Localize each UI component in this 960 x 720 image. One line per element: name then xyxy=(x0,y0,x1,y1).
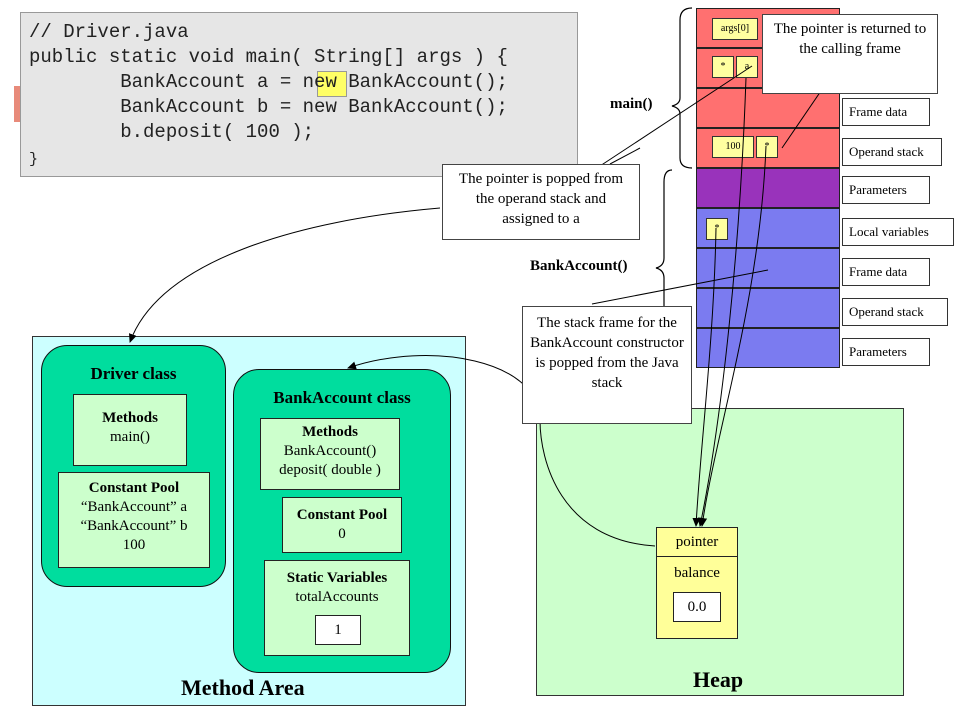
label-frame-data-main: Frame data xyxy=(842,98,930,126)
heap-area: pointer balance 0.0 Heap xyxy=(536,408,904,696)
code-listing: // Driver.java public static void main( … xyxy=(20,12,578,177)
main-frame-label: main() xyxy=(610,96,653,112)
code-line: public static void main( String[] args )… xyxy=(29,46,508,68)
heap-title: Heap xyxy=(693,667,744,692)
label-local-variables-ctor: Local variables xyxy=(842,218,954,246)
assignment-highlight xyxy=(317,71,347,97)
constant-pool-label: Constant Pool xyxy=(88,480,180,496)
bankaccount-constant-pool: Constant Pool 0 xyxy=(282,497,402,553)
driver-class: Driver class Methods main() Constant Poo… xyxy=(41,345,226,587)
callout-pointer-returned: The pointer is returned to the calling f… xyxy=(762,14,938,94)
static-variables-label: Static Variables xyxy=(286,570,388,586)
static-variable-value: 1 xyxy=(315,615,361,645)
method-area: Driver class Methods main() Constant Poo… xyxy=(32,336,466,706)
pointer-a-to-heap xyxy=(697,77,747,527)
label-parameters-ctor: Parameters xyxy=(842,338,930,366)
callout-pointer-popped: The pointer is popped from the operand s… xyxy=(442,164,640,240)
ctor-frame-data-frame xyxy=(696,248,840,288)
object-field-pointer: pointer xyxy=(657,528,737,557)
methods-label: Methods xyxy=(102,410,158,426)
bankaccount-class: BankAccount class Methods BankAccount() … xyxy=(233,369,451,673)
ctor-parameters-frame xyxy=(696,328,840,368)
label-parameters-main: Parameters xyxy=(842,176,930,204)
label-operand-stack-ctor: Operand stack xyxy=(842,298,948,326)
ctor-frame-label: BankAccount() xyxy=(530,258,628,274)
pool-item: “BankAccount” a xyxy=(80,499,188,515)
code-line: BankAccount b = new BankAccount(); xyxy=(29,96,508,118)
method-item: main() xyxy=(110,429,150,445)
bankaccount-class-title: BankAccount class xyxy=(273,388,411,407)
method-item: BankAccount() xyxy=(283,443,377,459)
driver-class-title: Driver class xyxy=(90,364,177,383)
code-line: // Driver.java xyxy=(29,21,189,43)
method-area-title: Method Area xyxy=(181,675,305,700)
code-to-driver-arrow xyxy=(129,207,441,343)
label-operand-stack-main: Operand stack xyxy=(842,138,942,166)
main-brace xyxy=(671,7,693,169)
methods-label: Methods xyxy=(302,424,358,440)
pointer-operand-to-heap xyxy=(699,145,767,527)
ctor-pointer-cell: * xyxy=(706,218,728,240)
popped-callout-line xyxy=(609,147,641,165)
ctor-local-variables-frame xyxy=(696,208,840,248)
pool-item: 0 xyxy=(338,526,346,542)
callout-frame-popped: The stack frame for the BankAccount cons… xyxy=(522,306,692,424)
bankaccount-methods: Methods BankAccount() deposit( double ) xyxy=(260,418,400,490)
pool-item: 100 xyxy=(122,537,146,553)
operand-pointer-cell: * xyxy=(756,136,778,158)
popped-callout-line xyxy=(599,65,753,167)
code-line: b.deposit( 100 ); xyxy=(29,121,315,143)
method-item: deposit( double ) xyxy=(279,462,381,478)
args-cell: args[0] xyxy=(712,18,758,40)
pool-item: “BankAccount” b xyxy=(80,518,188,534)
bankaccount-object: pointer balance 0.0 xyxy=(656,527,738,639)
code-line: BankAccount a = new BankAccount(); xyxy=(29,71,508,93)
label-frame-data-ctor: Frame data xyxy=(842,258,930,286)
frame-popped-callout-line xyxy=(591,269,769,305)
pointer-ctor-to-heap xyxy=(692,227,717,527)
static-variable-name: totalAccounts xyxy=(295,589,379,605)
driver-methods: Methods main() xyxy=(73,394,187,466)
driver-constant-pool: Constant Pool “BankAccount” a “BankAccou… xyxy=(58,472,210,568)
main-frame-data-frame xyxy=(696,88,840,128)
balance-value: 0.0 xyxy=(673,592,721,622)
main-parameters-frame xyxy=(696,168,840,208)
constant-pool-label: Constant Pool xyxy=(296,507,388,523)
code-line: } xyxy=(29,151,39,168)
bankaccount-static-variables: Static Variables totalAccounts 1 xyxy=(264,560,410,656)
object-field-balance: balance xyxy=(674,565,720,581)
ctor-operand-stack-frame xyxy=(696,288,840,328)
args-pointer-cell: * xyxy=(712,56,734,78)
